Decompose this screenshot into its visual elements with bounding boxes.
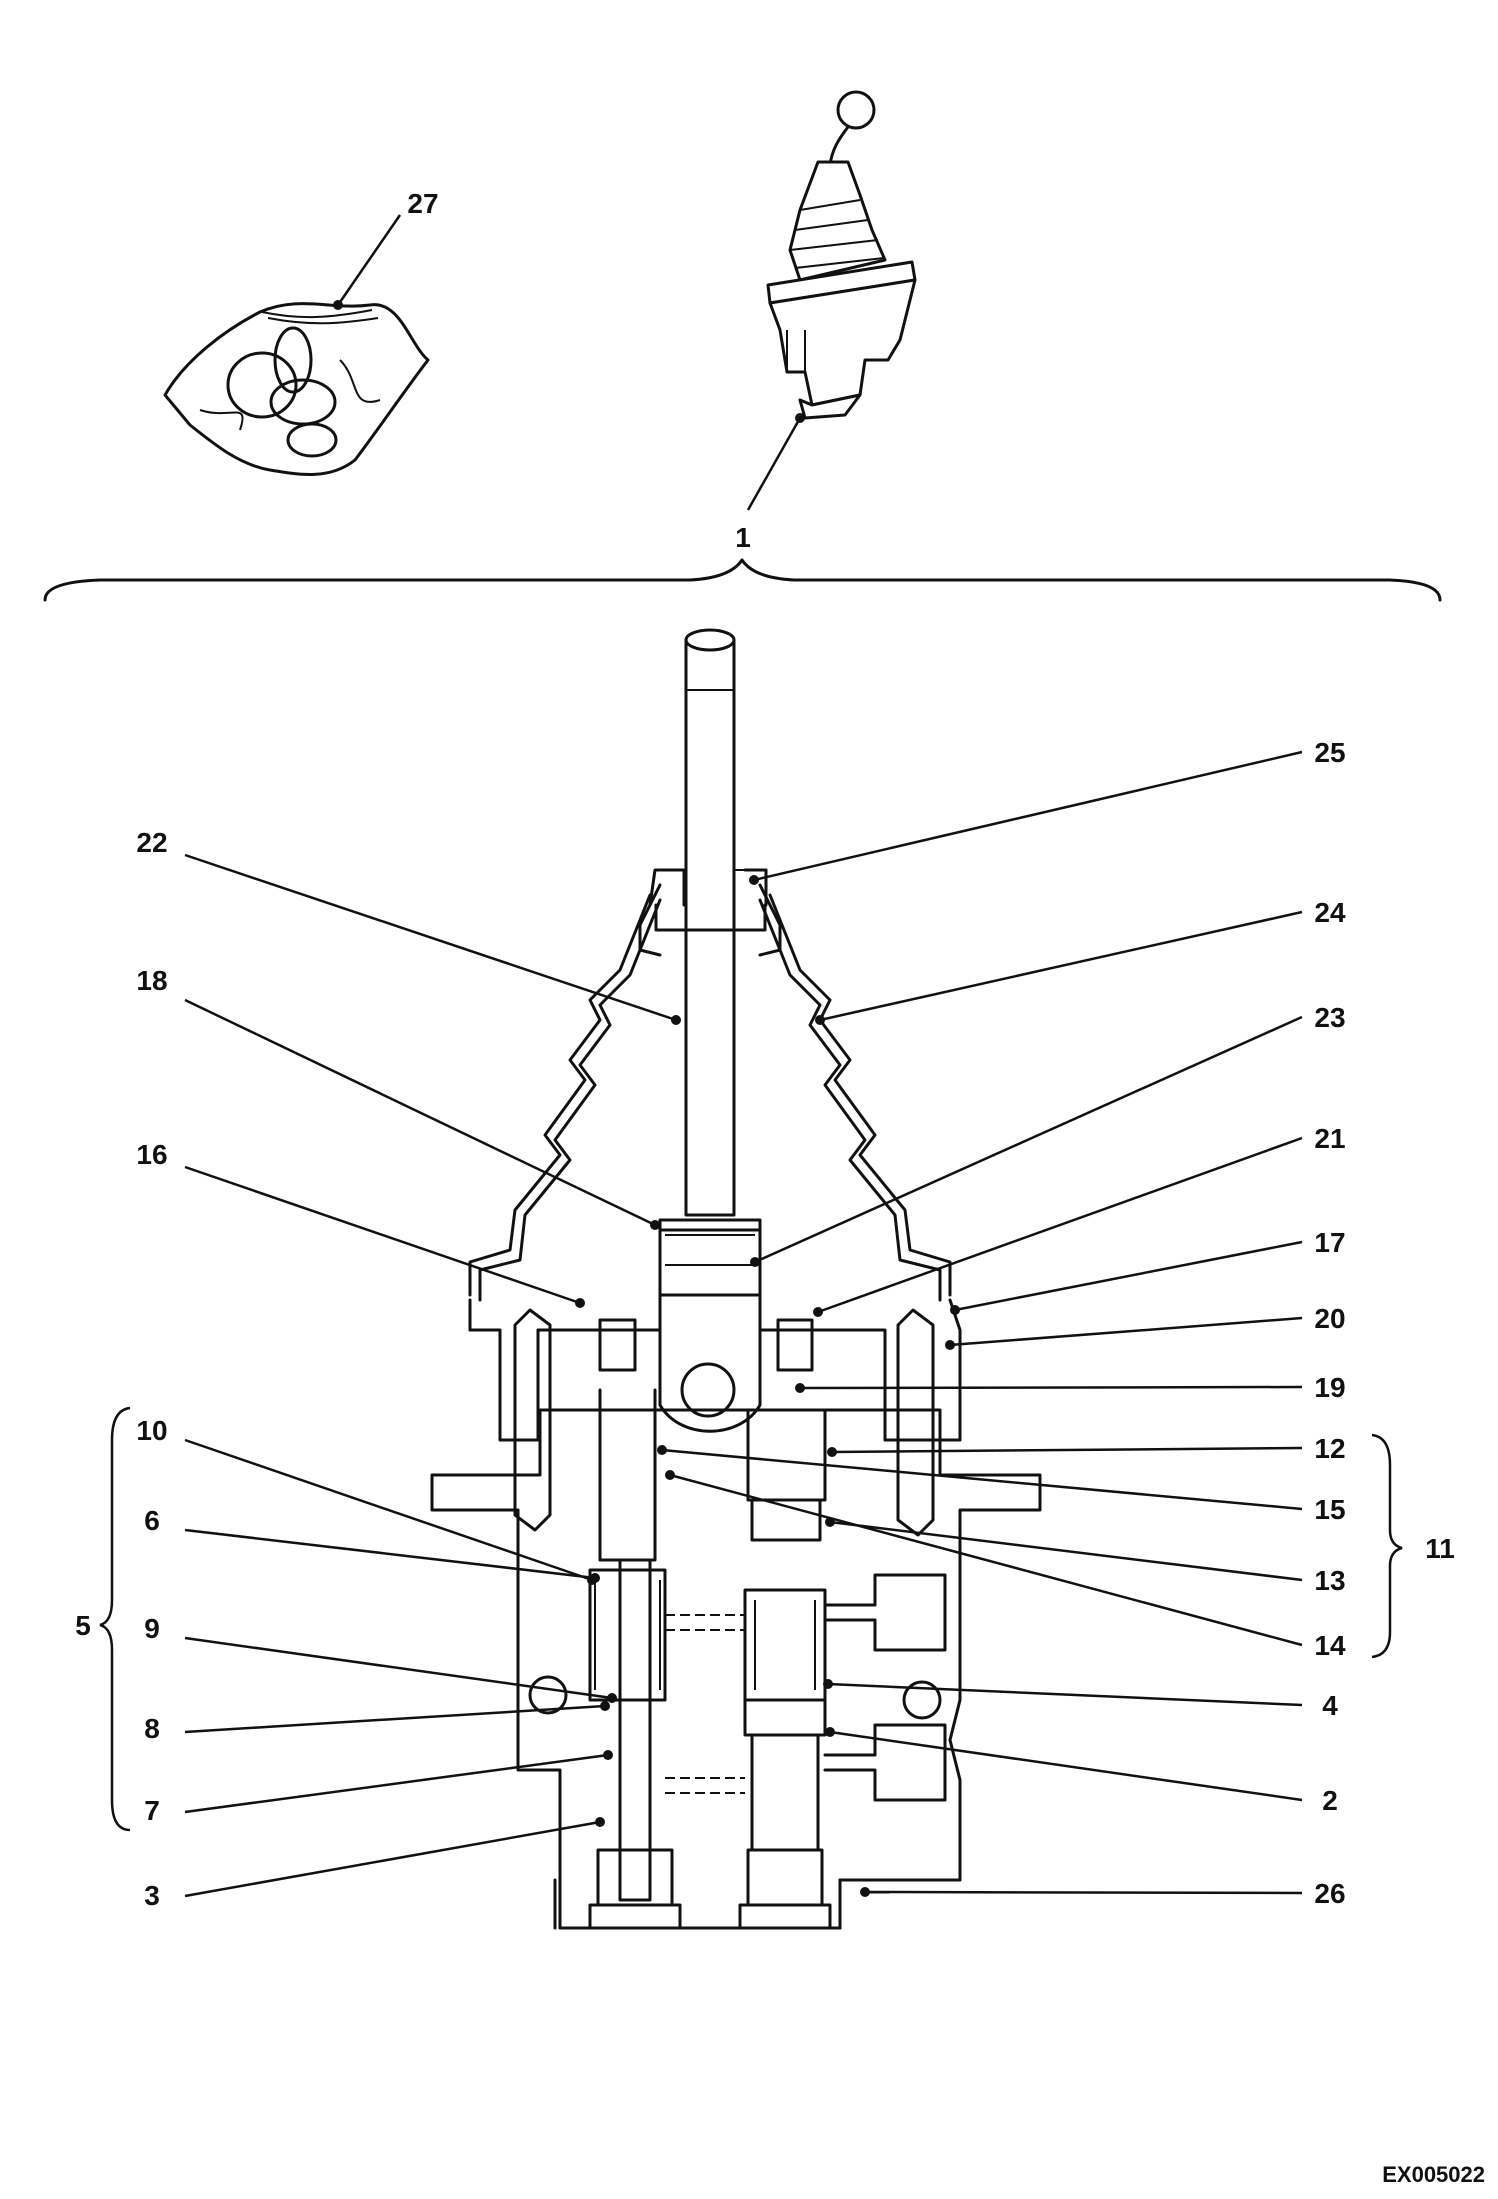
callout-19: 19 (1314, 1372, 1345, 1403)
valve-body (430, 1408, 1042, 1930)
callout-13: 13 (1314, 1565, 1345, 1596)
drawing-id: EX005022 (1382, 2162, 1485, 2187)
callout-15: 15 (1314, 1494, 1345, 1525)
callout-24: 24 (1314, 897, 1346, 928)
callout-22: 22 (136, 827, 167, 858)
callout-10: 10 (136, 1415, 167, 1446)
leader-dots (333, 300, 960, 1897)
callout-27: 27 (407, 188, 438, 219)
right-spool (738, 1408, 942, 1930)
leader-lines (99, 214, 1403, 1898)
rubber-boot (468, 868, 952, 1302)
callout-8: 8 (144, 1713, 160, 1744)
callout-14: 14 (1314, 1630, 1346, 1661)
callout-7: 7 (144, 1795, 160, 1826)
ports (665, 1573, 947, 1802)
callout-1: 1 (735, 522, 751, 553)
callout-17: 17 (1314, 1227, 1345, 1258)
callout-16: 16 (136, 1139, 167, 1170)
callout-6: 6 (144, 1505, 160, 1536)
callout-9: 9 (144, 1613, 160, 1644)
callout-18: 18 (136, 965, 167, 996)
callout-2: 2 (1322, 1785, 1338, 1816)
seal-kit-bag (163, 302, 430, 476)
callout-4: 4 (1322, 1690, 1338, 1721)
callout-26: 26 (1314, 1878, 1345, 1909)
callout-12: 12 (1314, 1433, 1345, 1464)
callout-21: 21 (1314, 1123, 1345, 1154)
callout-25: 25 (1314, 737, 1345, 768)
callout-23: 23 (1314, 1002, 1345, 1033)
callout-labels: 27 1 25 24 23 21 17 20 19 12 15 13 14 4 … (75, 188, 1455, 1911)
callout-20: 20 (1314, 1303, 1345, 1334)
joystick-assembly-view (766, 90, 917, 420)
callout-11: 11 (1425, 1533, 1455, 1564)
callout-5: 5 (75, 1610, 91, 1641)
assembly-brace (43, 558, 1442, 602)
left-spool (528, 1388, 682, 1930)
callout-3: 3 (144, 1880, 160, 1911)
lever-rod (684, 628, 736, 1217)
